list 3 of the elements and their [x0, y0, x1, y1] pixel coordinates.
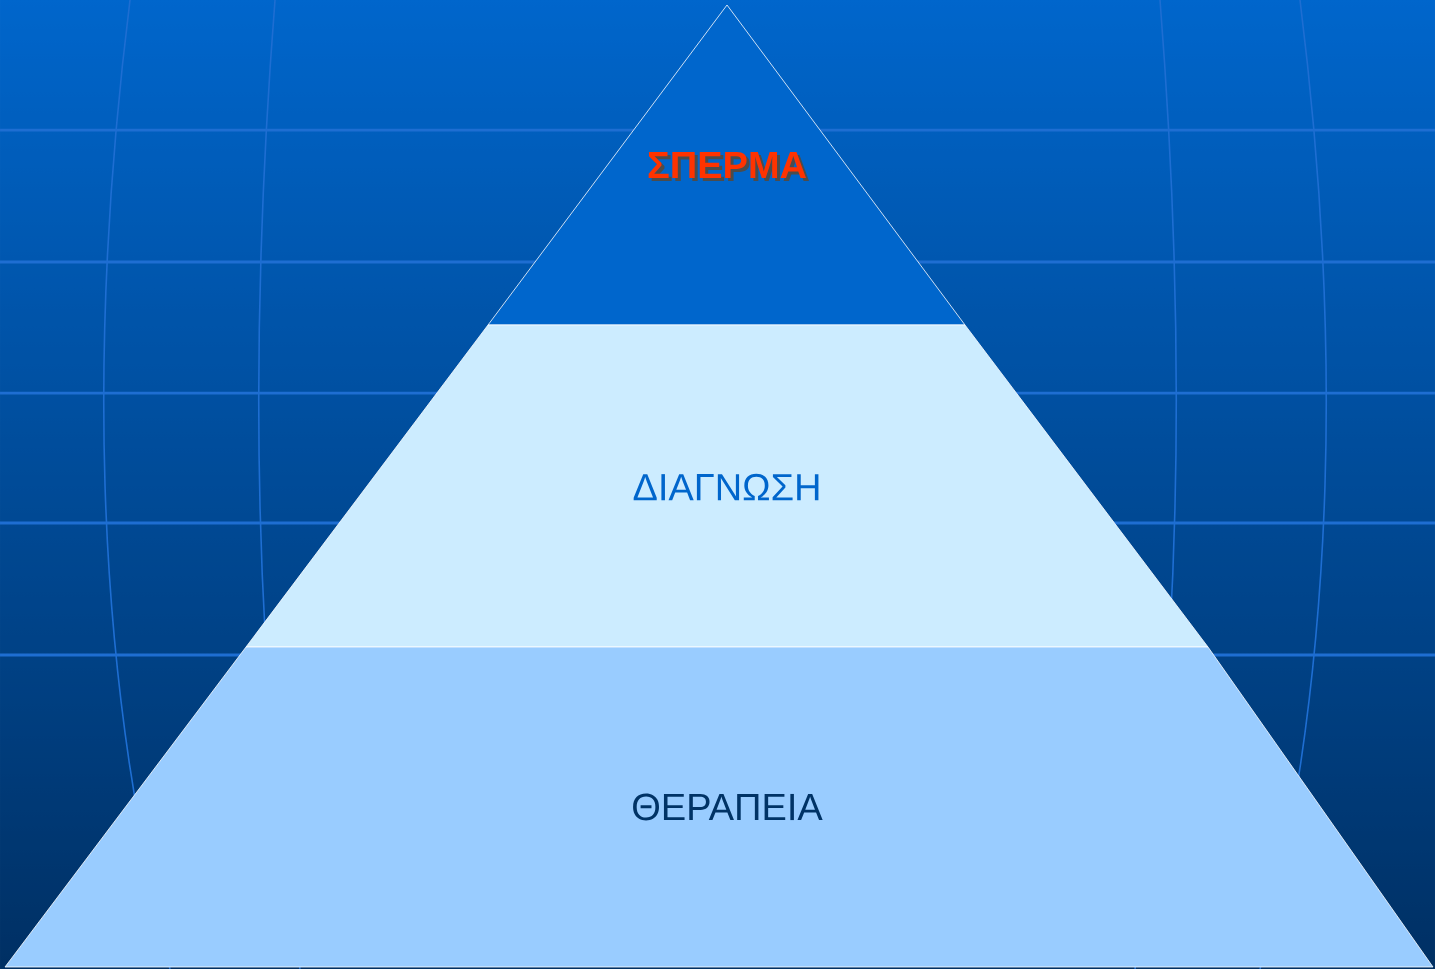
- pyramid-level: ΔΙΑΓΝΩΣΗ: [245, 324, 1209, 648]
- pyramid-level: ΣΠΕΡΜΑ: [487, 4, 966, 326]
- pyramid-level: ΘΕΡΑΠΕΙΑ: [4, 646, 1434, 968]
